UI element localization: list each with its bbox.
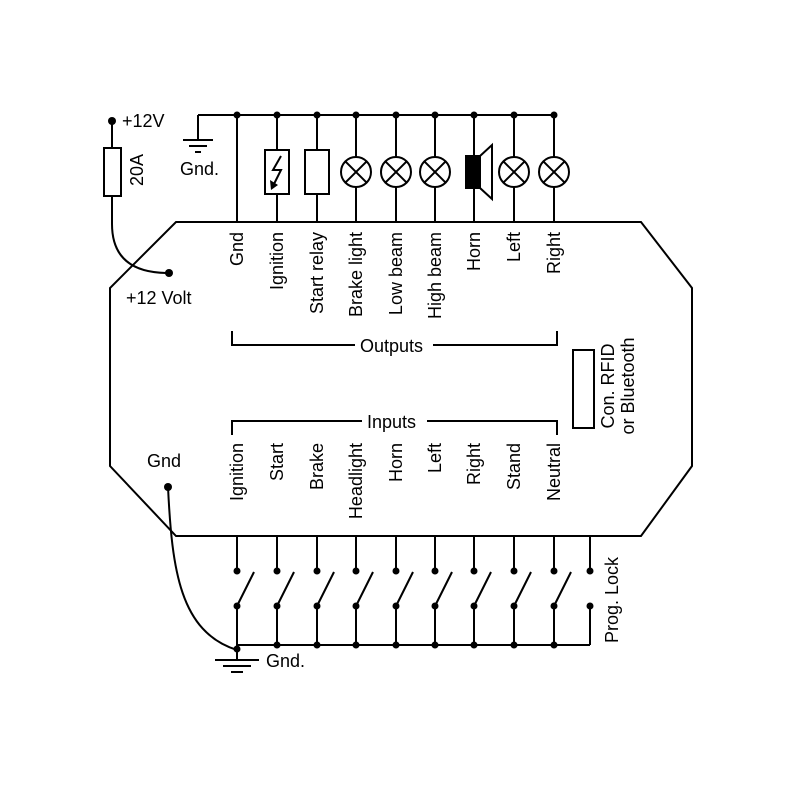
switch-ignition xyxy=(233,536,255,645)
inputs-group-label: Inputs xyxy=(367,412,417,432)
output-pin-label-start-relay: Start relay xyxy=(307,232,327,315)
output-pin-label-ignition: Ignition xyxy=(267,232,287,291)
output-pin-label-right: Right xyxy=(544,232,564,275)
lamp-icon-right xyxy=(538,115,570,222)
switch-horn xyxy=(392,536,414,649)
prog-lock-terminal xyxy=(586,536,594,645)
ground-symbol-bottom xyxy=(215,645,259,673)
switch-neutral xyxy=(550,536,572,649)
switch-left xyxy=(431,536,453,649)
input-pin-label-left: Left xyxy=(425,443,445,474)
switch-brake xyxy=(313,536,335,649)
input-pin-label-horn: Horn xyxy=(386,443,406,483)
lamp-icon-high-beam xyxy=(419,115,451,222)
controller-box xyxy=(109,221,693,537)
lightning-icon xyxy=(271,155,283,187)
output-pin-label-high-beam: High beam xyxy=(425,232,445,320)
ground-bottom-label: Gnd. xyxy=(266,651,306,671)
output-pin-label-left: Left xyxy=(504,232,524,263)
input-pin-label-brake: Brake xyxy=(307,443,327,491)
input-pin-label-start: Start xyxy=(267,443,287,482)
output-pin-label-gnd: Gnd xyxy=(227,232,247,267)
input-pin-label-right: Right xyxy=(464,443,484,486)
switch-headlight xyxy=(352,536,374,649)
inputs-bracket xyxy=(231,420,558,435)
switch-start xyxy=(273,536,295,649)
horn-icon xyxy=(465,115,493,222)
input-pin-label-ignition: Ignition xyxy=(227,443,247,502)
input-pin-label-neutral: Neutral xyxy=(544,443,564,502)
connector-label: Con. RFID or Bluetooth xyxy=(598,316,638,456)
plus12volt-label: +12 Volt xyxy=(126,288,192,308)
prog-lock-label: Prog. Lock xyxy=(602,556,622,644)
switch-right xyxy=(470,536,492,649)
output-pin-label-low-beam: Low beam xyxy=(386,232,406,316)
input-pin-label-stand: Stand xyxy=(504,443,524,491)
ground-top-label: Gnd. xyxy=(180,159,220,179)
lamp-icon-low-beam xyxy=(380,115,412,222)
supply-label: +12V xyxy=(122,111,165,131)
connector-label-line2: or Bluetooth xyxy=(618,337,638,435)
lamp-icon-brake-light xyxy=(340,115,372,222)
fuse-symbol xyxy=(103,117,173,277)
ignition-coil-icon xyxy=(264,115,290,222)
left-ground-wire xyxy=(164,483,238,651)
switch-stand xyxy=(510,536,532,649)
plus12-node-dot xyxy=(165,269,173,277)
outputs-bracket xyxy=(231,331,558,346)
ground-symbol-top xyxy=(183,115,213,153)
rfid-connector xyxy=(572,349,595,429)
outputs-group-label: Outputs xyxy=(360,336,424,356)
output-pin-label-horn: Horn xyxy=(464,232,484,272)
start-relay-icon xyxy=(304,115,330,222)
fuse-rating-label: 20A xyxy=(127,153,147,187)
output-pin-label-brake-light: Brake light xyxy=(346,232,366,318)
connector-label-line1: Con. RFID xyxy=(598,343,618,429)
lamp-icon-left xyxy=(498,115,530,222)
ground-left-label: Gnd xyxy=(147,451,182,471)
input-pin-label-headlight: Headlight xyxy=(346,443,366,520)
